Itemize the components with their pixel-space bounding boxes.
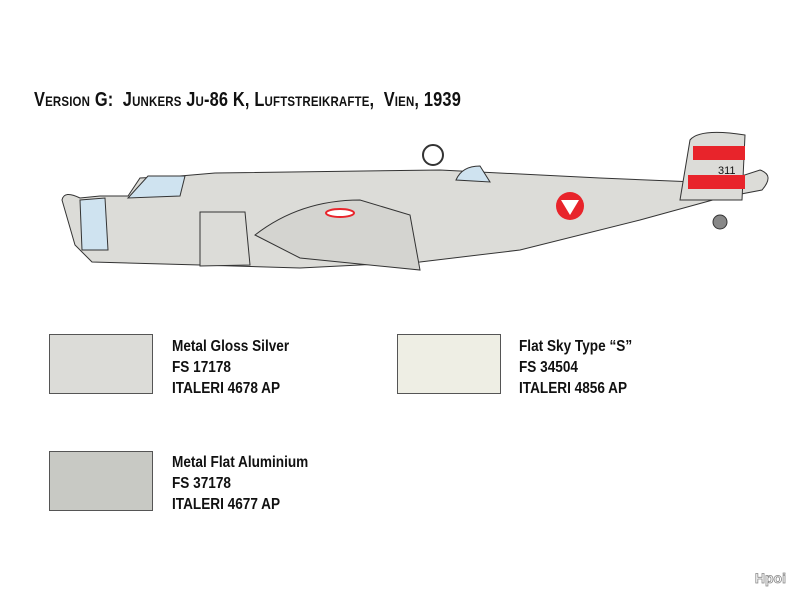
watermark: Hpoi <box>754 570 786 587</box>
version-title: Version G: Junkers Ju-86 K, Luftstreikra… <box>34 89 462 111</box>
color-label-flat-sky: Flat Sky Type “S” FS 34504 ITALERI 4856 … <box>519 338 633 397</box>
aircraft-code: 311 <box>718 165 736 177</box>
color-swatch-flat-sky <box>397 334 501 394</box>
engine-nacelle <box>199 211 251 267</box>
aircraft-profile-illustration: 311 <box>61 131 769 271</box>
cockpit-canopy <box>126 175 186 199</box>
color-swatch-metal-flat-aluminium <box>49 451 153 511</box>
color-label-metal-gloss-silver: Metal Gloss Silver FS 17178 ITALERI 4678… <box>172 338 290 397</box>
color-label-metal-flat-aluminium: Metal Flat Aluminium FS 37178 ITALERI 46… <box>172 454 309 513</box>
wing <box>254 199 421 271</box>
color-swatch-metal-gloss-silver <box>49 334 153 394</box>
